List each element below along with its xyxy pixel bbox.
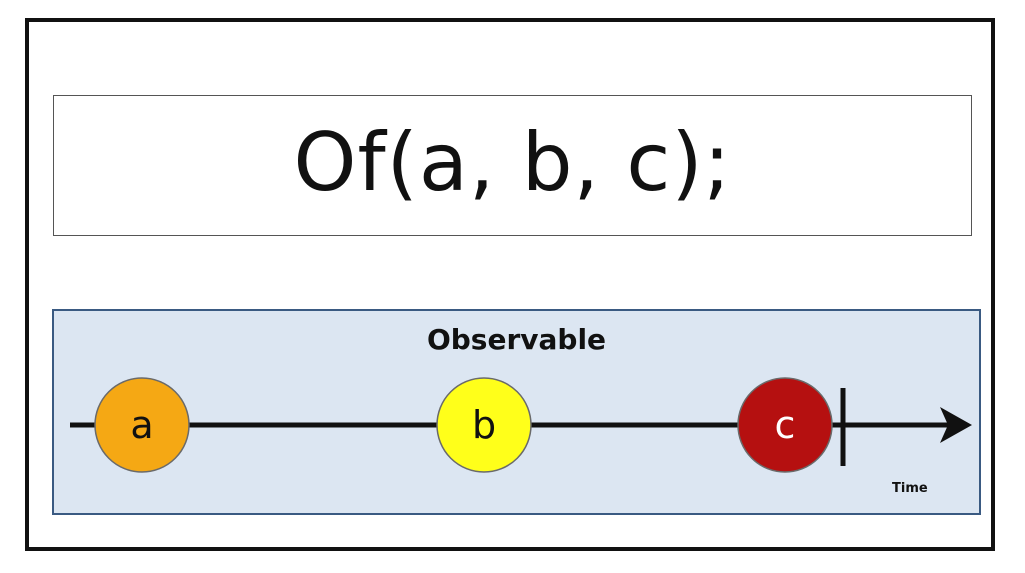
event-marble-b: b — [436, 377, 532, 473]
code-box: Of(a, b, c); — [53, 95, 972, 236]
event-label-a: a — [130, 403, 153, 447]
event-marble-c: c — [737, 377, 833, 473]
timeline-arrowhead — [940, 407, 972, 443]
time-label: Time — [892, 481, 928, 496]
event-marble-a: a — [94, 377, 190, 473]
event-label-c: c — [775, 403, 796, 447]
observable-title: Observable — [426, 323, 607, 356]
event-label-b: b — [472, 403, 496, 447]
code-text: Of(a, b, c); — [293, 115, 732, 209]
